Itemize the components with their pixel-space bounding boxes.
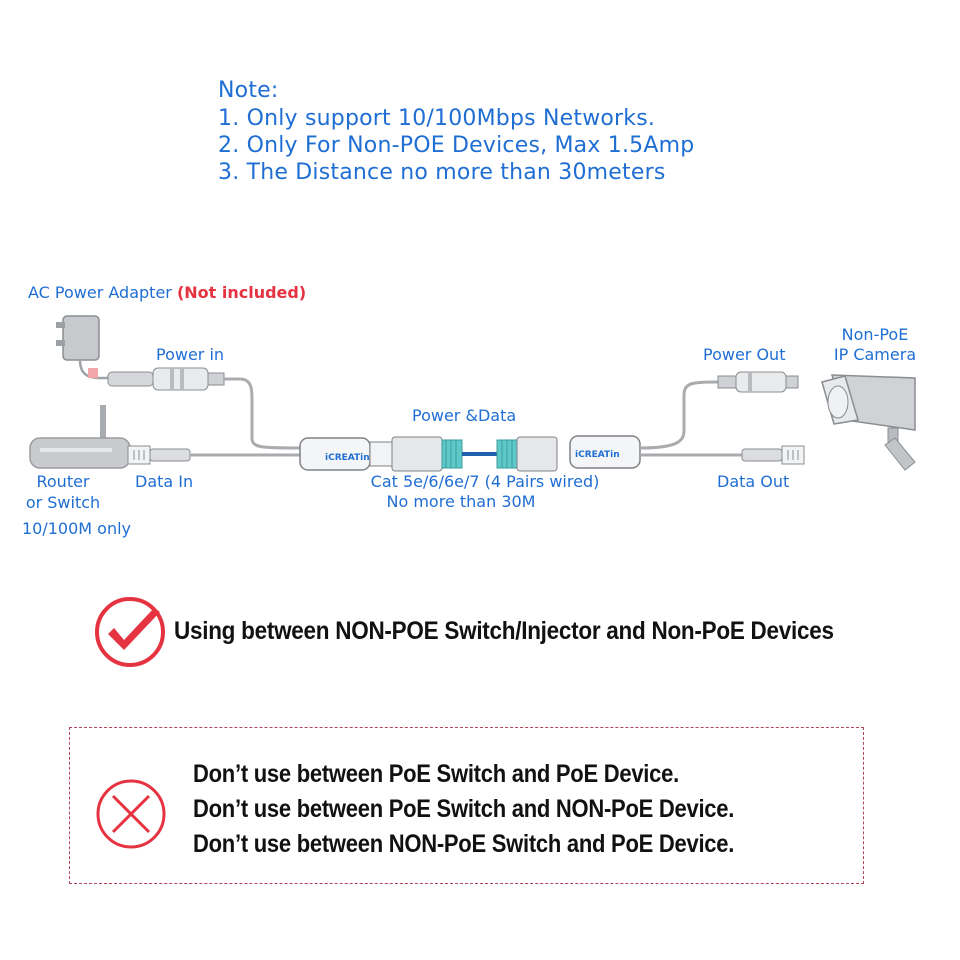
data-in-label: Data In xyxy=(135,472,194,491)
note-line-1: 1. Only support 10/100Mbps Networks. xyxy=(218,106,656,131)
dc-plug-in xyxy=(107,367,225,391)
rj45-data-in xyxy=(127,445,191,465)
power-adapter-icon xyxy=(56,315,111,380)
router-label-3: 10/100M only xyxy=(22,519,132,538)
cross-icon xyxy=(96,779,166,849)
router-label-2: or Switch xyxy=(25,493,101,512)
power-data-label: Power &Data xyxy=(412,406,517,425)
dont-use-line-1: Don’t use between PoE Switch and PoE Dev… xyxy=(193,760,679,788)
brand-right: iCREATin xyxy=(575,450,620,460)
note-line-3: 3. The Distance no more than 30meters xyxy=(218,160,666,185)
splitter-unit: iCREATin xyxy=(569,435,641,469)
rj45-data-out xyxy=(741,445,805,465)
dont-use-line-2: Don’t use between PoE Switch and NON-PoE… xyxy=(193,795,735,823)
power-out-label: Power Out xyxy=(703,345,786,364)
note-title: Note: xyxy=(218,78,279,103)
dc-plug-out xyxy=(717,371,799,393)
router-icon xyxy=(29,405,131,469)
ok-usage-text: Using between NON-POE Switch/Injector an… xyxy=(174,617,834,645)
dont-use-box xyxy=(69,727,864,884)
camera-label-1: Non-PoE xyxy=(841,325,909,344)
power-in-label: Power in xyxy=(156,345,225,364)
cable-label-2: No more than 30M xyxy=(386,492,536,511)
ac-adapter-label: AC Power Adapter (Not included) xyxy=(28,283,306,302)
connection-diagram: iCREATin iCREATin xyxy=(29,315,916,472)
ip-camera-icon xyxy=(821,374,916,471)
rj45-left-jack xyxy=(369,436,463,472)
camera-label-2: IP Camera xyxy=(833,345,917,364)
cable-label-1: Cat 5e/6/6e/7 (4 Pairs wired) xyxy=(370,472,600,491)
brand-left: iCREATin xyxy=(325,453,370,463)
data-out-label: Data Out xyxy=(717,472,790,491)
check-icon xyxy=(95,597,165,667)
router-label-1: Router xyxy=(36,472,90,491)
dont-use-line-3: Don’t use between NON-PoE Switch and PoE… xyxy=(193,830,735,858)
ac-adapter-text: AC Power Adapter xyxy=(28,283,172,302)
not-included-text: (Not included) xyxy=(176,283,307,302)
rj45-right-jack xyxy=(496,436,558,472)
note-line-2: 2. Only For Non-POE Devices, Max 1.5Amp xyxy=(218,133,695,158)
injector-unit: iCREATin xyxy=(299,437,371,471)
